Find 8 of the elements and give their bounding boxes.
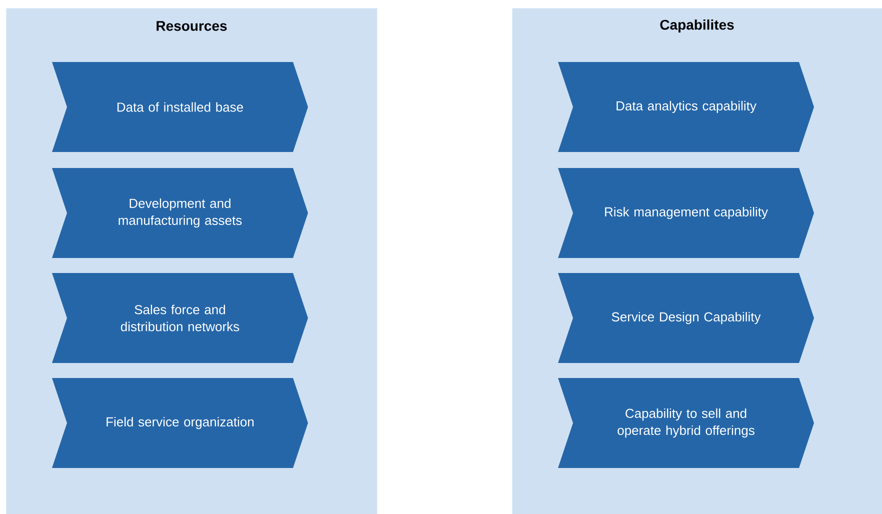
chevron-box: Capability to sell and operate hybrid offerings — [558, 378, 814, 468]
chevron-box: Data of installed base — [52, 62, 308, 152]
chevron-box: Risk management capability — [558, 168, 814, 258]
chevron-box: Development and manufacturing assets — [52, 168, 308, 258]
chevron-box: Sales force and distribution networks — [52, 273, 308, 363]
chevron-box: Service Design Capability — [558, 273, 814, 363]
chevron-box: Field service organization — [52, 378, 308, 468]
chevron-box: Data analytics capability — [558, 62, 814, 152]
